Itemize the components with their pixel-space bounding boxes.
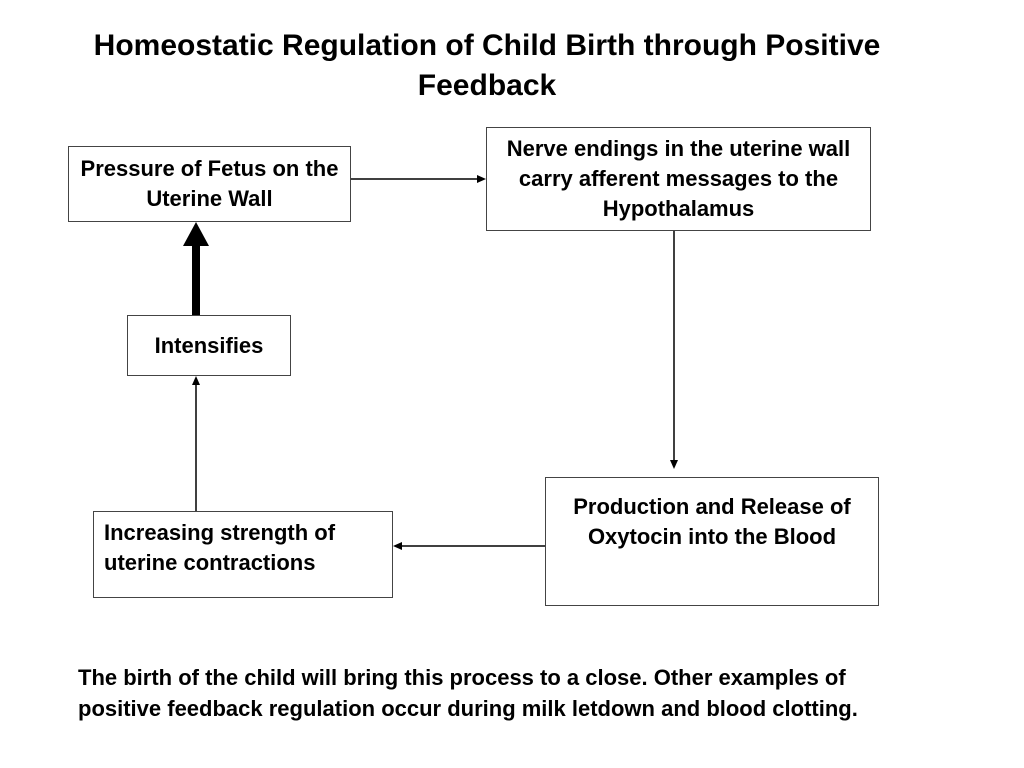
arrow-contractions-to-intensifies: [192, 376, 200, 511]
contractions-box: Increasing strength of uterine contracti…: [93, 511, 393, 598]
pressure-label: Pressure of Fetus on the Uterine Wall: [80, 156, 339, 211]
contractions-label: Increasing strength of uterine contracti…: [104, 520, 336, 575]
nerve-endings-box: Nerve endings in the uterine wall carry …: [486, 127, 871, 231]
footer-note: The birth of the child will bring this p…: [78, 665, 858, 721]
arrow-nerve-to-oxytocin: [670, 231, 678, 469]
diagram-title: Homeostatic Regulation of Child Birth th…: [93, 29, 881, 102]
bold-arrow-intensifies-to-pressure: [183, 222, 209, 315]
pressure-box: Pressure of Fetus on the Uterine Wall: [68, 146, 351, 222]
intensifies-box: Intensifies: [127, 315, 291, 376]
arrow-oxytocin-to-contractions: [393, 542, 545, 550]
oxytocin-box: Production and Release of Oxytocin into …: [545, 477, 879, 606]
arrow-pressure-to-nerve: [351, 175, 486, 183]
nerve-endings-label: Nerve endings in the uterine wall carry …: [506, 136, 851, 221]
intensifies-label: Intensifies: [154, 332, 264, 358]
oxytocin-label: Production and Release of Oxytocin into …: [573, 494, 851, 549]
